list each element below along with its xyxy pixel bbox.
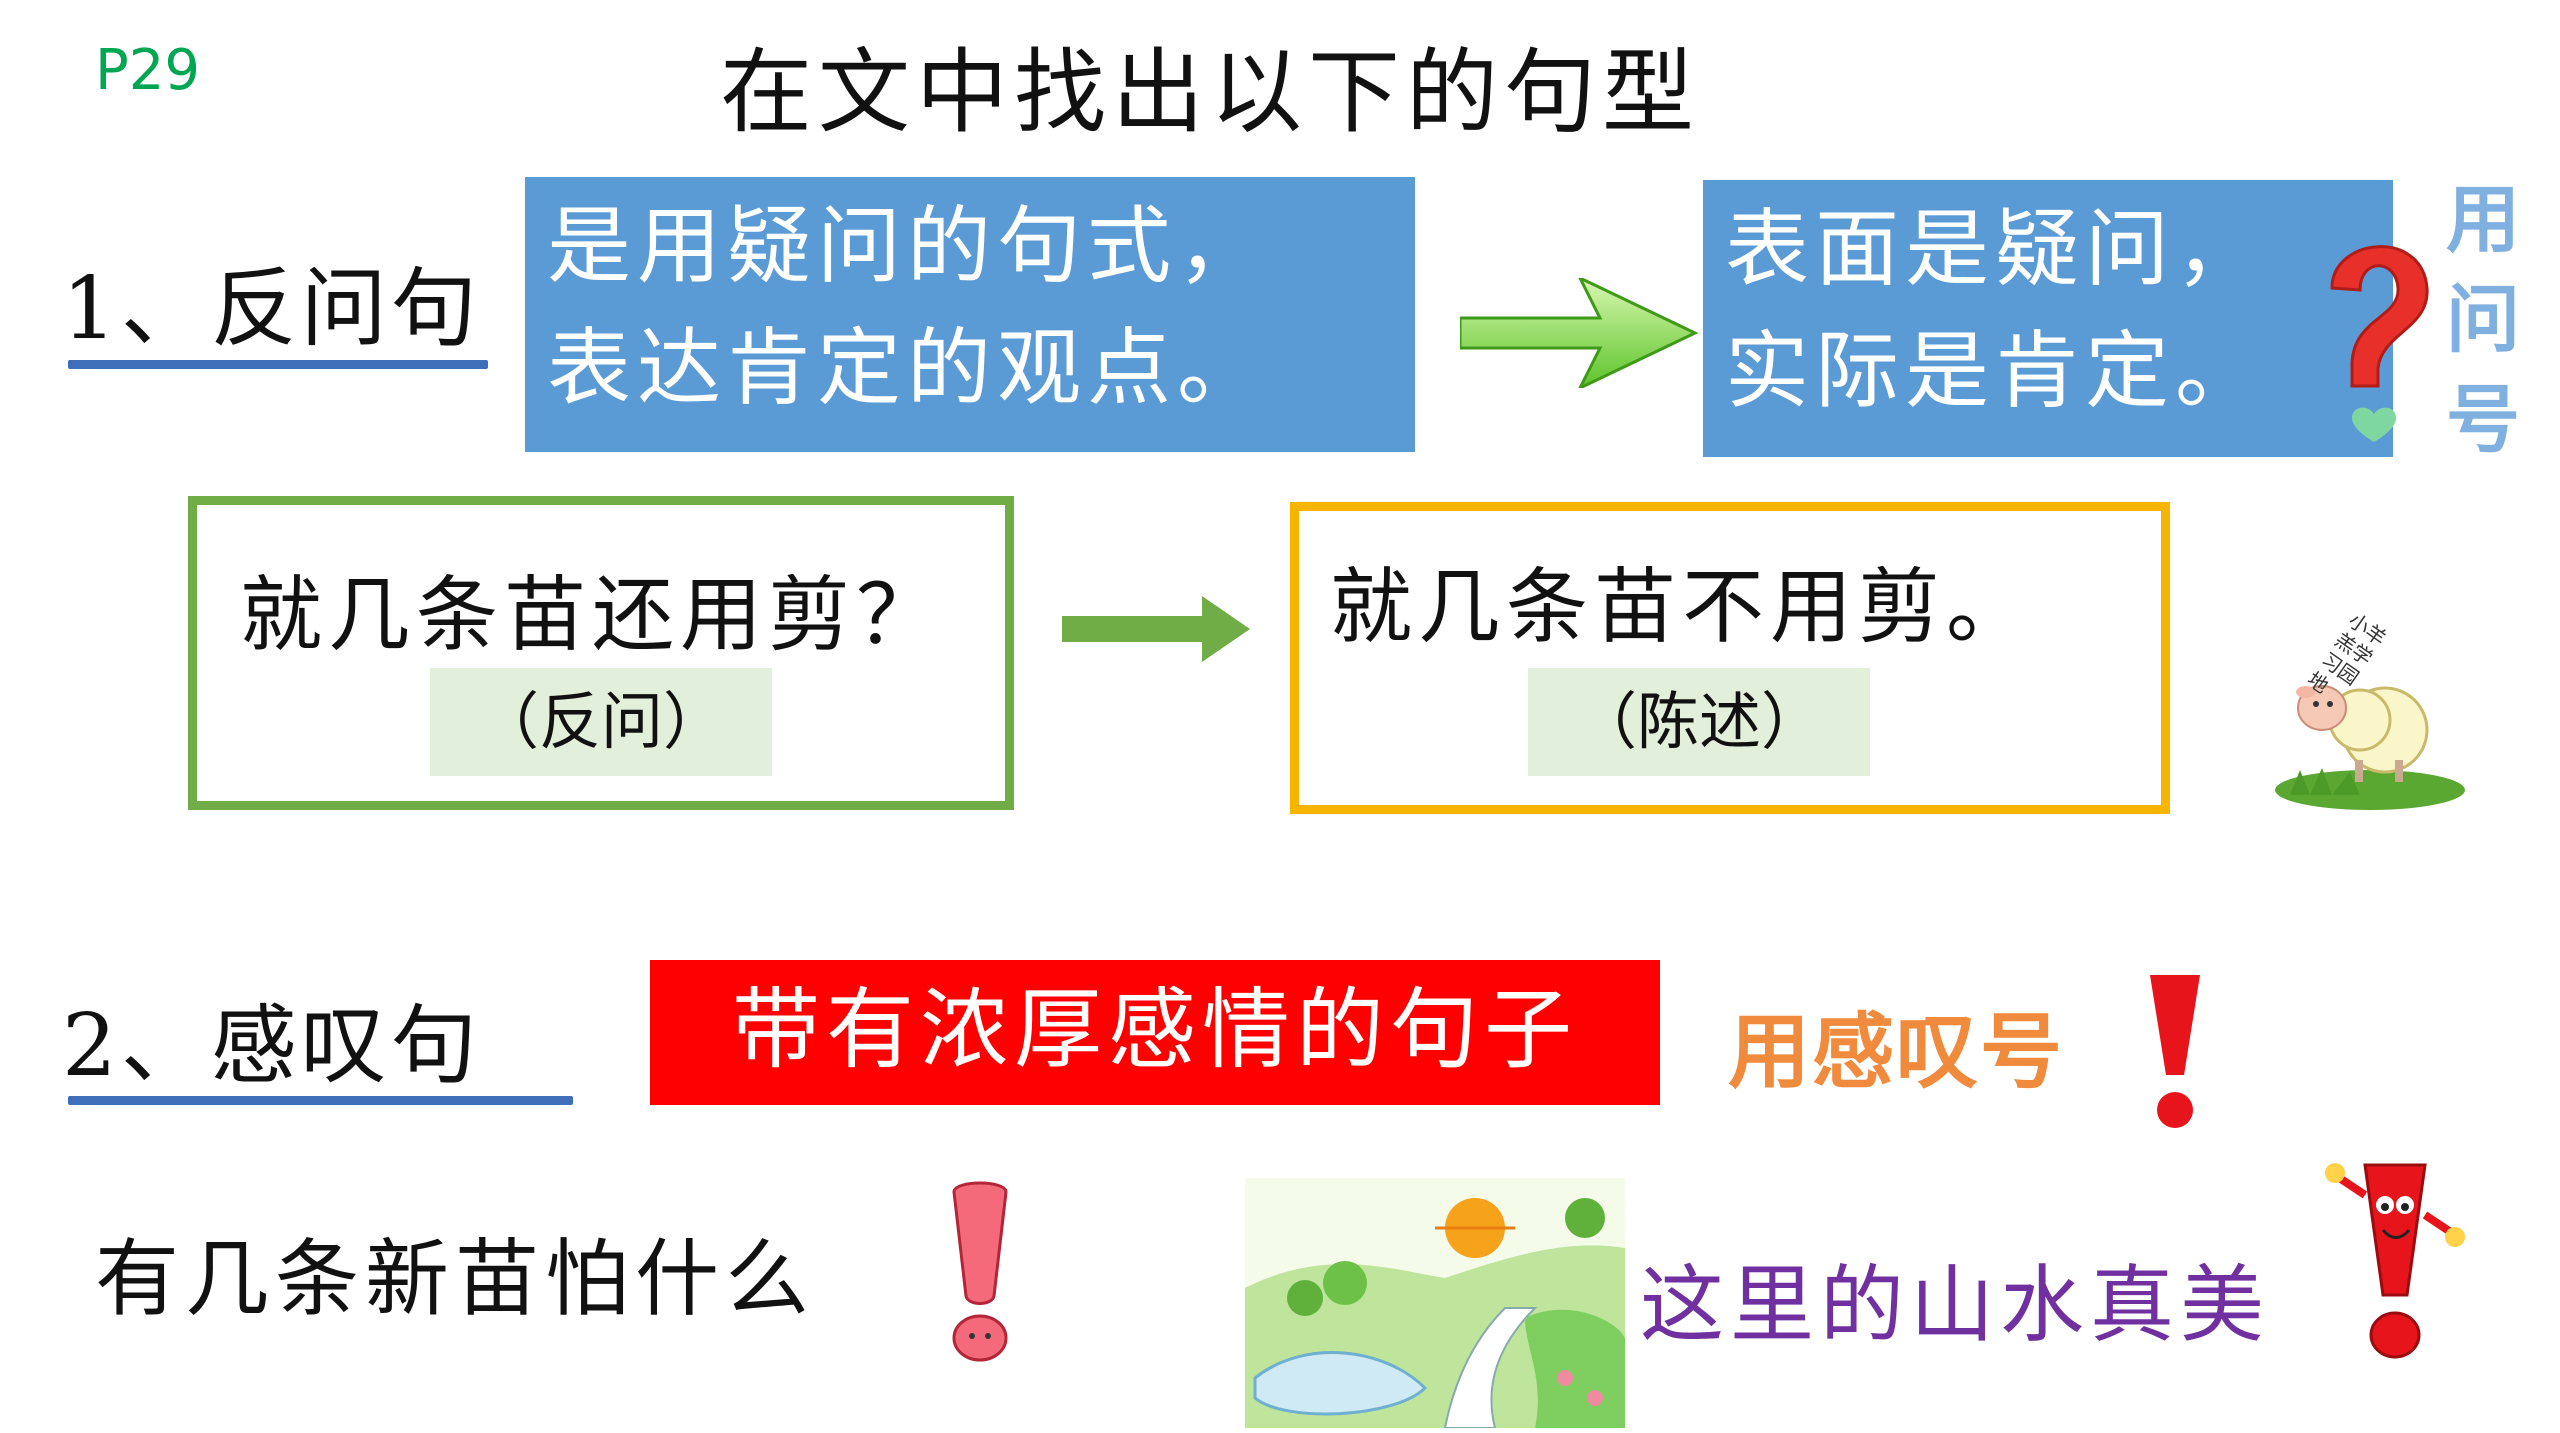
- vertical-char-1: 用: [2446, 177, 2520, 263]
- page-number: P29: [95, 38, 201, 103]
- sheep-icon: [2275, 685, 2465, 810]
- statement-tag: （陈述）: [1528, 668, 1870, 776]
- rhetorical-definition-box: 是用疑问的句式， 表达肯定的观点。: [525, 177, 1415, 452]
- exclamation-note: 用感叹号: [1728, 1004, 2065, 1100]
- rhetorical-example-sentence: 就几条苗还用剪？: [240, 568, 945, 663]
- exclamatory-definition-box: 带有浓厚感情的句子: [650, 960, 1660, 1105]
- rhetorical-summary-box: 表面是疑问， 实际是肯定。: [1703, 180, 2393, 457]
- question-mark-icon: [2330, 245, 2429, 442]
- section1-underline: [68, 360, 488, 369]
- summary-line-2: 实际是肯定。: [1725, 322, 2266, 420]
- exclamatory-example-1: 有几条新苗怕什么: [95, 1230, 816, 1328]
- summary-line-1: 表面是疑问，: [1725, 200, 2266, 298]
- small-arrow-right-icon: [1062, 596, 1250, 662]
- landscape-illustration: [1245, 1178, 1625, 1428]
- arrow-right-icon: [1460, 278, 1699, 388]
- cartoon-exclamation-icon: [952, 1181, 1008, 1362]
- sheep-logo: [2260, 600, 2480, 820]
- exclamatory-example-2: 这里的山水真美: [1640, 1256, 2271, 1354]
- statement-example-sentence: 就几条苗不用剪。: [1330, 560, 2035, 655]
- section2-underline: [68, 1096, 573, 1105]
- cartoon-exclamation-character-icon: [2325, 1163, 2465, 1359]
- page-title: 在文中找出以下的句型: [720, 39, 1701, 146]
- vertical-note: 用 问 号: [2438, 170, 2528, 470]
- vertical-char-3: 号: [2446, 377, 2520, 463]
- section1-heading: 1、反问句: [62, 259, 481, 359]
- section2-heading: 2、感叹句: [62, 996, 481, 1096]
- rhetorical-tag: （反问）: [430, 668, 772, 776]
- vertical-char-2: 问: [2446, 277, 2520, 363]
- exclamation-icon: [2150, 975, 2200, 1128]
- definition-line-1: 是用疑问的句式，: [547, 197, 1268, 295]
- definition-line-2: 表达肯定的观点。: [547, 319, 1268, 417]
